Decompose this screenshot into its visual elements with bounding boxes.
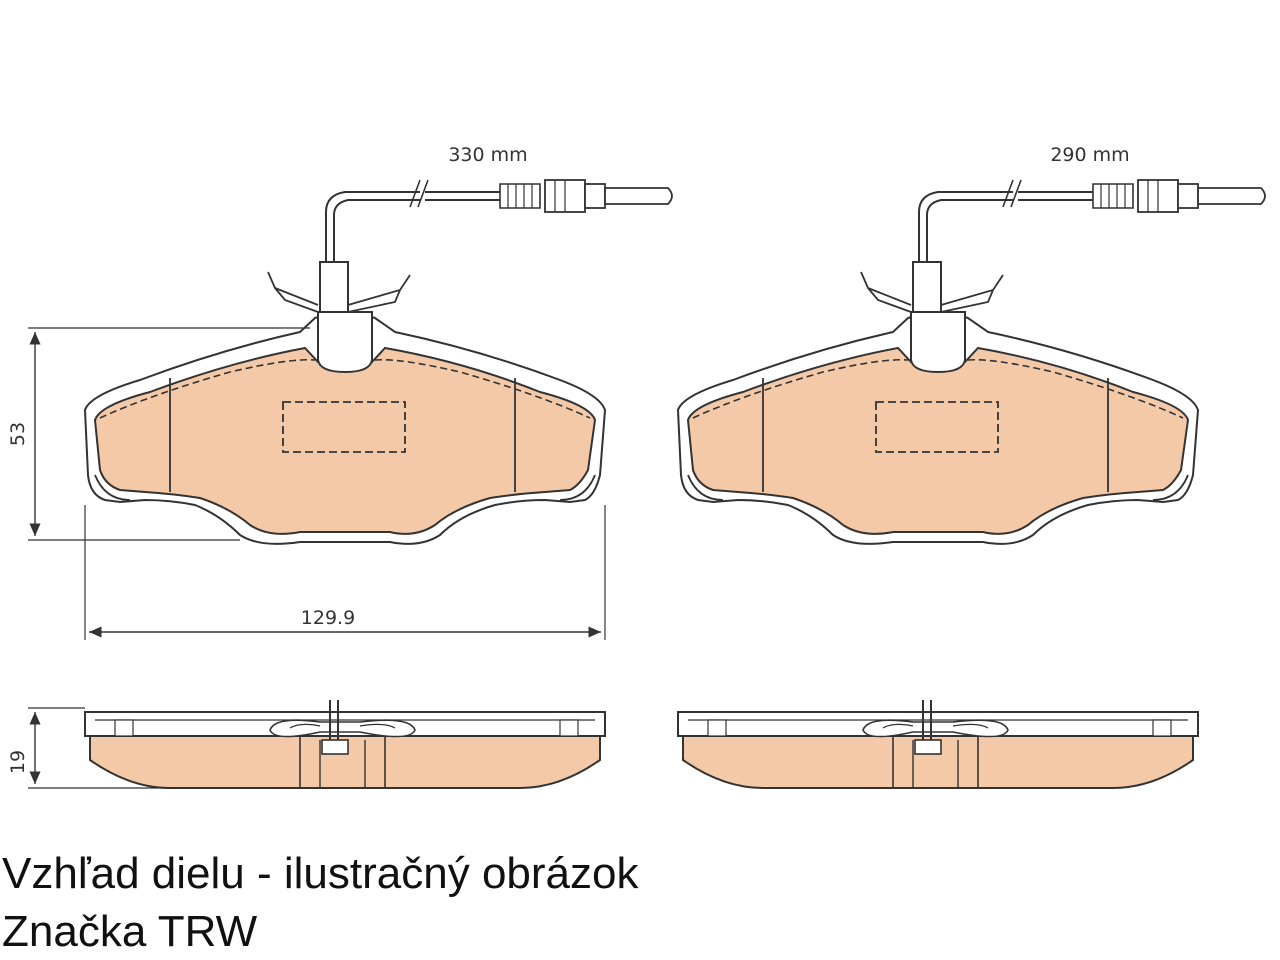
left-wire-length-label: 330 mm — [448, 144, 527, 166]
caption-illustrative-note: Vzhľad dielu - ilustračný obrázok — [2, 849, 639, 898]
right-wire-length-label: 290 mm — [1050, 144, 1129, 166]
left-pad-front-view: 330 mm — [84, 144, 673, 545]
thickness-dimension-value: 19 — [7, 750, 29, 774]
height-dimension-value: 53 — [7, 422, 29, 446]
left-pad-side-view — [84, 699, 606, 789]
right-pad-side-view — [677, 699, 1199, 789]
brake-pad-technical-drawing: 330 mm 290 mm 53 129.9 19 — [7, 144, 1266, 789]
right-pad-front-view: 290 mm — [677, 144, 1266, 545]
height-dimension: 53 — [7, 327, 310, 541]
caption-brand: Značka TRW — [2, 907, 258, 956]
width-dimension: 129.9 — [84, 505, 606, 640]
width-dimension-value: 129.9 — [301, 607, 355, 629]
thickness-dimension: 19 — [7, 707, 170, 789]
